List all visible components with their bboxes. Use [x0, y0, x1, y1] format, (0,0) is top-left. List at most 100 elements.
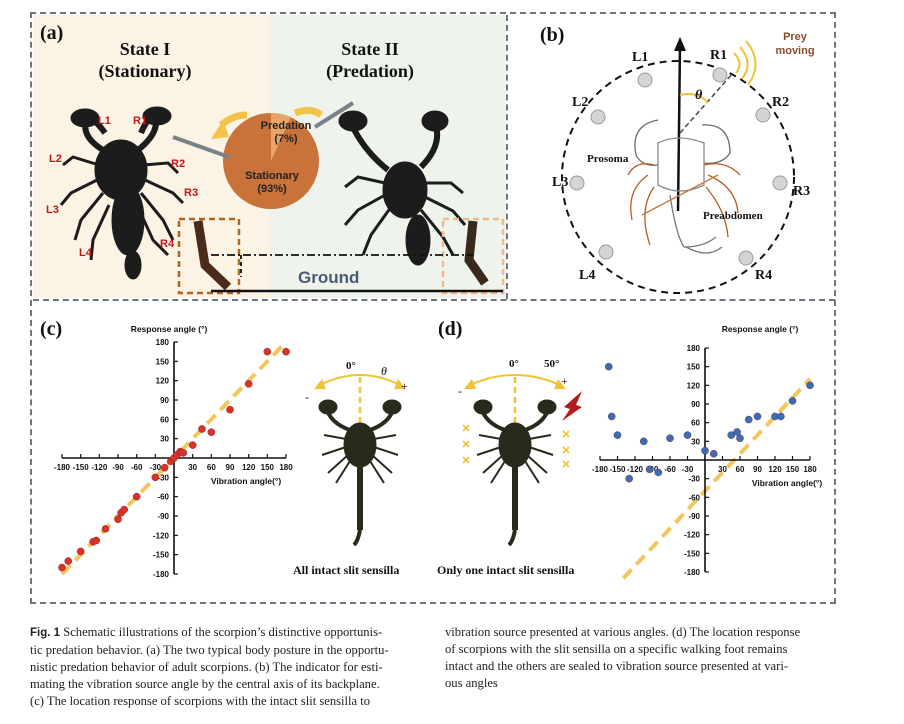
panel-divider-vertical — [506, 15, 508, 299]
marker-L1 — [637, 72, 653, 88]
data-point — [263, 347, 272, 356]
data-point — [120, 505, 129, 514]
y-tick-label: 150 — [156, 357, 170, 366]
leg-box-predation — [441, 217, 505, 295]
ground-label: Ground — [298, 268, 360, 287]
x-tick-label: 90 — [753, 465, 762, 474]
caption-fig-label: Fig. 1 — [30, 627, 61, 639]
leg-label-L4-a: L4 — [79, 247, 92, 259]
data-point — [701, 446, 709, 455]
x-tick-label: -90 — [112, 463, 124, 472]
vibration-waves-icon — [733, 40, 757, 86]
icon-c-zero: 0° — [346, 360, 356, 372]
panel-c-label: (c) — [40, 318, 63, 340]
data-point — [188, 441, 197, 449]
leg-position-markers — [569, 67, 788, 266]
caption-right-line-2: intact and the others are sealed to vibr… — [445, 659, 789, 673]
data-point — [777, 412, 785, 421]
leg-label-L1-a: L1 — [98, 115, 111, 127]
leg-label-L2-a: L2 — [49, 153, 62, 165]
leg-label-L1-b: L1 — [632, 50, 649, 65]
icon-c-caption: All intact slit sensilla — [293, 563, 400, 577]
x-tick-label: 150 — [261, 463, 275, 472]
state1-line1: State I — [119, 39, 171, 59]
x-tick-label: -120 — [627, 465, 644, 474]
prey-line1: Prey — [783, 31, 807, 43]
y-tick-label: 150 — [687, 363, 701, 372]
data-point — [244, 380, 253, 388]
data-point — [132, 492, 141, 501]
x-tick-label: -150 — [73, 463, 90, 472]
icon-c-minus: - — [305, 390, 309, 404]
y-tick-label: 60 — [691, 419, 700, 428]
x-tick-label: 30 — [188, 463, 197, 472]
y-tick-label: -60 — [688, 493, 700, 502]
marker-R3 — [772, 175, 788, 191]
y-tick-label: -90 — [157, 512, 169, 521]
y-tick-label: 30 — [691, 437, 700, 446]
scorpion-outline-icon — [627, 119, 741, 254]
x-tick-label: -150 — [609, 465, 626, 474]
data-point — [226, 405, 234, 414]
pie-stationary-name: Stationary — [245, 170, 299, 182]
x-tick-label: -180 — [54, 463, 71, 472]
panel-b-drawing — [561, 37, 795, 294]
arrow-head-left-icon — [211, 120, 229, 139]
data-point — [788, 397, 797, 405]
prey-line2: moving — [775, 45, 815, 57]
icon-d-minus: - — [458, 384, 462, 398]
theta-arc — [679, 93, 709, 104]
y-tick-label: -180 — [153, 570, 170, 579]
caption-left-line-0: Schematic illustrations of the scorpion’… — [63, 625, 383, 639]
icon-d-plus: + — [561, 374, 568, 388]
x-tick-label: -60 — [131, 463, 143, 472]
data-point — [198, 425, 206, 433]
caption-left-line-3: mating the vibration source angle by the… — [30, 677, 380, 691]
figure-frame — [30, 12, 836, 604]
y-tick-label: -150 — [684, 549, 701, 558]
rotation-arc-c — [319, 374, 401, 386]
scorpion-c-icon — [318, 399, 402, 547]
pie-stationary-pct: (93%) — [257, 183, 287, 195]
leg-label-R1-b: R1 — [710, 48, 728, 63]
icon-c-plus: + — [401, 379, 408, 393]
x-axis-label: Vibration angle(°) — [211, 476, 281, 486]
central-axis-arrow — [676, 44, 682, 212]
y-tick-label: 30 — [160, 435, 169, 444]
caption-right: vibration source presented at various an… — [445, 624, 845, 692]
caption-left-line-2: nistic predation behavior of adult scorp… — [30, 660, 383, 674]
icon-d-caption: Only one intact slit sensilla — [437, 563, 575, 577]
y-tick-label: 60 — [160, 415, 169, 424]
x-tick-label: 180 — [279, 463, 293, 472]
x-tick-label: -120 — [91, 463, 108, 472]
data-point — [727, 431, 736, 439]
data-point — [806, 381, 814, 390]
data-point — [733, 428, 741, 436]
panel-a-label: (a) — [40, 22, 64, 44]
icon-d-zero: 0° — [509, 358, 519, 370]
data-point — [207, 428, 216, 437]
scorpion-stationary-icon — [59, 106, 185, 280]
data-point — [736, 434, 744, 443]
icon-c — [314, 374, 406, 547]
leg-label-R4-b: R4 — [755, 268, 773, 283]
x-tick-label: 90 — [226, 463, 235, 472]
icon-c-theta: θ — [381, 364, 387, 378]
x-tick-label: -180 — [592, 465, 609, 474]
panel-a-background — [33, 15, 506, 298]
data-point — [58, 563, 66, 572]
data-point — [613, 431, 622, 439]
leg-label-R1-a: R1 — [133, 115, 148, 127]
leg-label-R3-b: R3 — [793, 184, 811, 199]
x-tick-label: -60 — [664, 465, 676, 474]
panel-divider-horizontal — [33, 299, 835, 301]
caption-right-line-3: ous angles — [445, 676, 498, 690]
x-tick-label: 120 — [242, 463, 256, 472]
y-tick-label: -180 — [684, 568, 701, 577]
leg-stationary-icon — [193, 220, 232, 291]
data-point — [666, 434, 674, 443]
arc-arrow-left-d-icon — [464, 379, 476, 389]
data-point — [160, 463, 169, 472]
prey-moving-label: Prey moving — [765, 30, 825, 58]
